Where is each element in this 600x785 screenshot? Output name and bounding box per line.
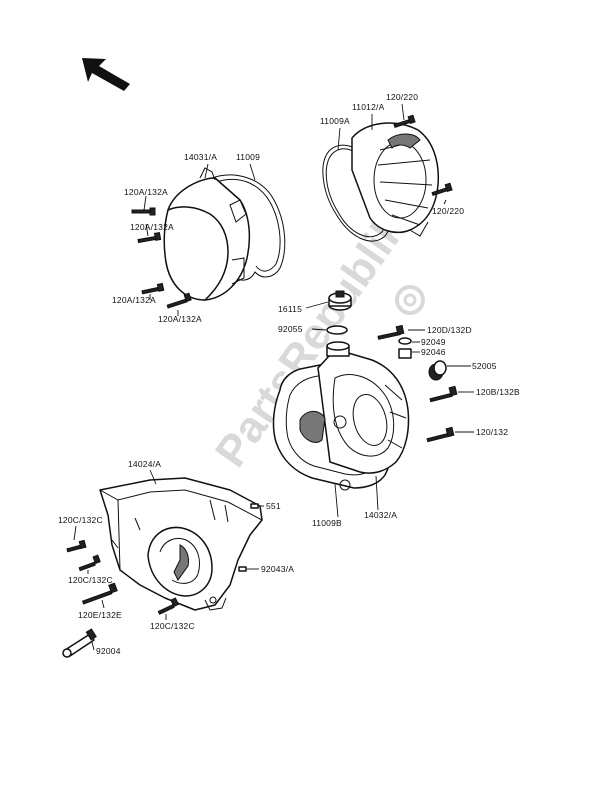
label-120A-132A-3: 120A/132A <box>112 295 156 305</box>
right-cover-part <box>272 290 458 491</box>
label-120C-132C-3: 120C/132C <box>150 621 195 631</box>
direction-arrow-icon <box>82 58 130 91</box>
label-14024A: 14024/A <box>128 459 161 469</box>
label-120A-132A-2: 120A/132A <box>130 222 174 232</box>
label-92049: 92049 <box>421 337 446 347</box>
label-11012A: 11012/A <box>352 102 385 112</box>
bolt-120A-4 <box>166 292 192 309</box>
bolt-120 <box>426 426 455 443</box>
part-551 <box>250 503 259 509</box>
label-16115: 16115 <box>278 304 302 314</box>
bolt-120C-1 <box>66 539 87 553</box>
label-120-132: 120/132 <box>476 427 508 437</box>
gear-watermark-icon <box>395 285 425 315</box>
bolt-120-220-top <box>393 114 416 129</box>
part-92043A <box>238 566 247 572</box>
bolt-120A-3 <box>141 282 165 295</box>
clutch-cover-part <box>131 167 286 309</box>
sprocket-cover-part <box>62 477 263 658</box>
label-11009A: 11009A <box>320 116 350 126</box>
label-120A-132A-1: 120A/132A <box>124 187 168 197</box>
pin-92004 <box>62 628 97 658</box>
label-52005: 52005 <box>472 361 497 371</box>
bolt-120D <box>377 324 405 340</box>
outer-cover-part <box>322 114 453 242</box>
label-120C-132C-1: 120C/132C <box>58 515 103 525</box>
bolt-120C-2 <box>78 554 101 572</box>
label-14032A: 14032/A <box>364 510 397 520</box>
label-11009B: 11009B <box>312 518 342 528</box>
bolt-120E <box>81 582 118 605</box>
cap-52005 <box>428 360 447 381</box>
label-120B-132B: 120B/132B <box>476 387 520 397</box>
washer-92049 <box>398 337 412 345</box>
label-92055: 92055 <box>278 324 303 334</box>
oil-cap-16115 <box>328 290 352 311</box>
bolt-120B <box>429 385 458 403</box>
bolt-120A-2 <box>137 231 162 244</box>
label-14031A: 14031/A <box>184 152 217 162</box>
label-92004: 92004 <box>96 646 121 656</box>
label-92046: 92046 <box>421 347 446 357</box>
label-551: 551 <box>266 501 281 511</box>
label-92043A: 92043/A <box>261 564 294 574</box>
label-120E-132E: 120E/132E <box>78 610 122 620</box>
label-120A-132A-4: 120A/132A <box>158 314 202 324</box>
label-120D-132D: 120D/132D <box>427 325 472 335</box>
label-120-220-top: 120/220 <box>386 92 418 102</box>
bolt-120A-1 <box>131 207 156 216</box>
oring-92055 <box>326 325 348 335</box>
label-120-220-mid: 120/220 <box>432 206 464 216</box>
label-11009: 11009 <box>236 152 260 162</box>
label-120C-132C-2: 120C/132C <box>68 575 113 585</box>
bolt-120C-3 <box>157 597 180 615</box>
dowel-92046 <box>398 348 412 359</box>
bolt-120-220-mid <box>431 182 453 197</box>
